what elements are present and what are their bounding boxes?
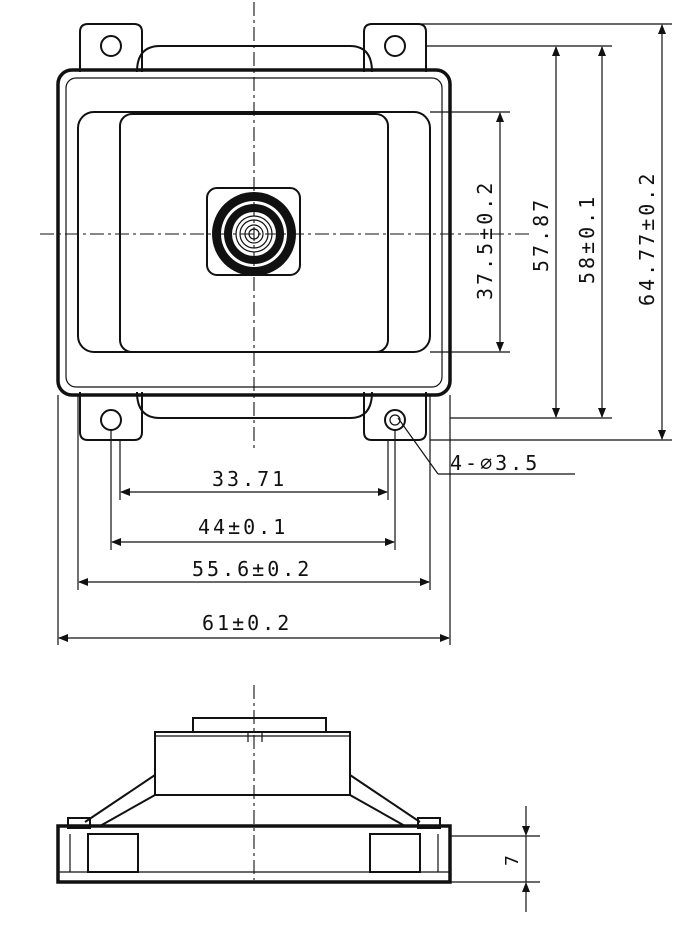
dim-height-a: 57.87 [529,197,553,272]
dim-hole-spacing: 44±0.1 [198,515,288,539]
mounting-ear-top-right [363,23,427,72]
pocket-left [87,833,139,873]
dim-side-height: 7 [502,854,523,866]
mounting-ear-top-left [79,23,143,72]
horizontal-dimensions: 33.71 44±0.1 55.6±0.2 61±0.2 [57,395,451,645]
side-view: 7 [56,685,540,912]
pocket-right [369,833,421,873]
upper-body [154,731,351,796]
side-tab-left [67,817,91,829]
dim-height-b: 58±0.1 [575,194,599,284]
dim-overall-width: 61±0.2 [202,611,292,635]
dim-window-height: 37.5±0.2 [473,180,497,300]
side-tab-right [417,817,441,829]
lower-boss [136,391,373,419]
top-connector-cap [192,717,327,733]
hole-callout: 4-∅3.5 [397,417,575,475]
dim-body-width: 55.6±0.2 [192,557,312,581]
vertical-dimensions: 37.5±0.2 57.87 58±0.1 64.77±0.2 [405,23,672,441]
top-view [40,2,530,448]
dim-overall-height: 64.77±0.2 [635,171,659,306]
upper-boss [136,45,373,73]
dim-hole-spec: 4-∅3.5 [450,451,540,475]
base-plate [56,824,452,884]
dim-inner-width: 33.71 [212,467,287,491]
